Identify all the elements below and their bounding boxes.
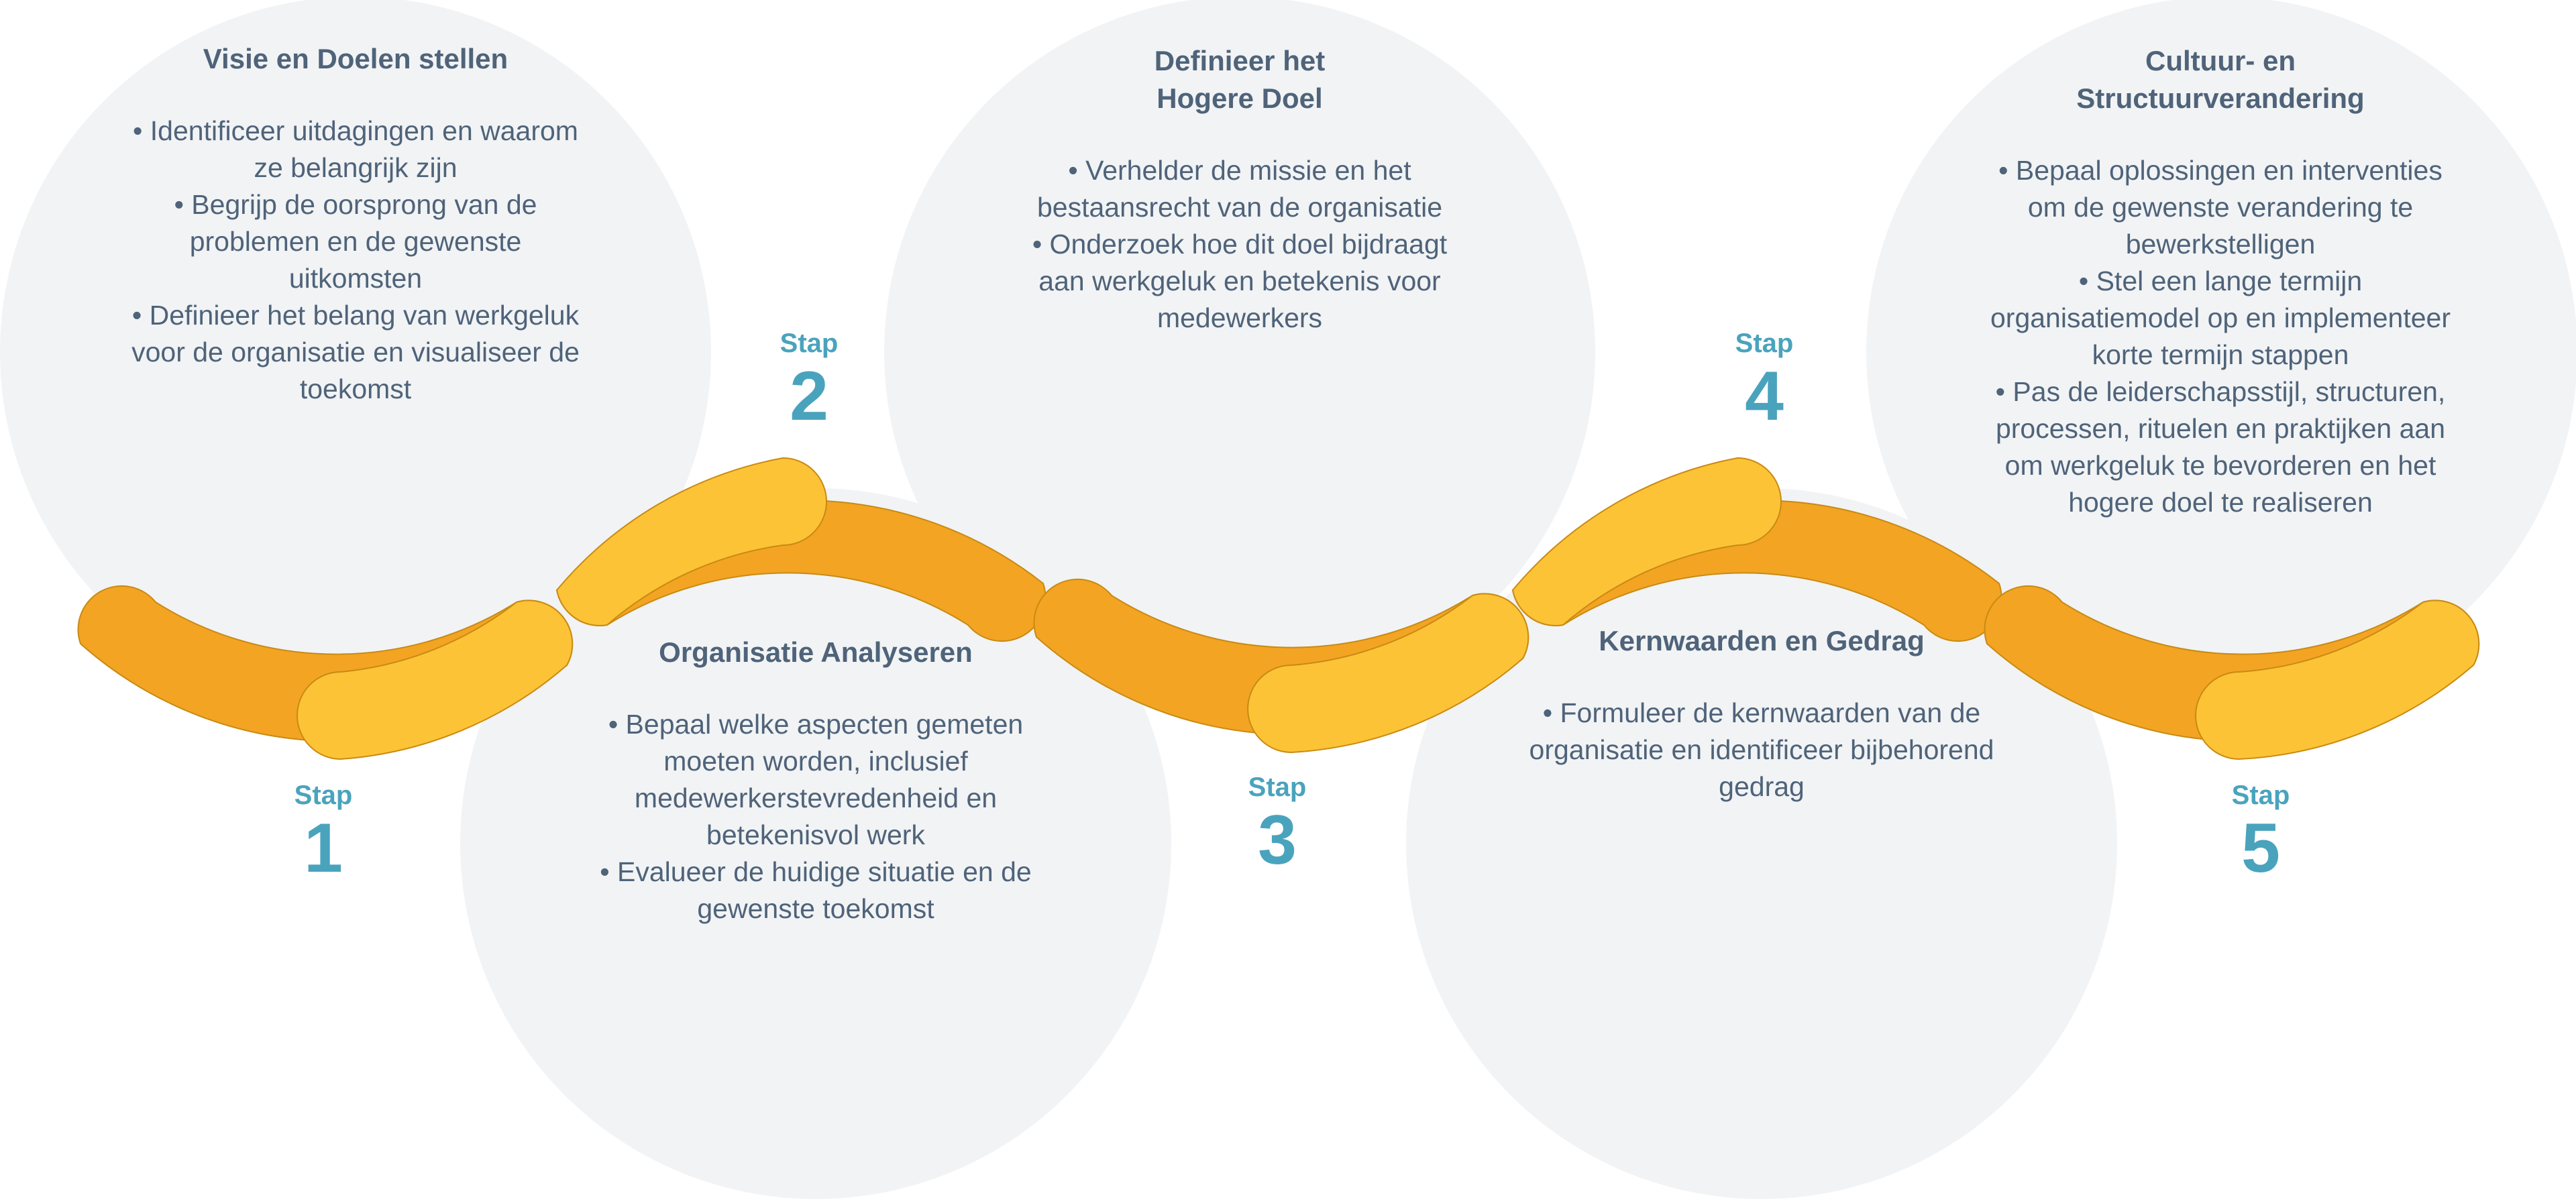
step-1-item: • Identificeer uitdagingen en waarom ze … — [133, 115, 578, 183]
step-2-item: • Evalueer de huidige situatie en de gew… — [600, 856, 1032, 924]
step-3-marker: Stap 3 — [1197, 771, 1358, 877]
step-2-item: • Bepaal welke aspecten gemeten moeten w… — [608, 709, 1024, 850]
step-4-circle — [1406, 488, 2117, 1199]
step-1-label: Stap — [294, 781, 353, 810]
step-5-item: • Pas de leiderschapsstijl, structuren, … — [1995, 376, 2446, 518]
step-2-items: • Bepaal welke aspecten gemeten moeten w… — [561, 706, 1071, 927]
step-5-title: Cultuur- en Structuurverandering — [2076, 45, 2365, 114]
step-4-label: Stap — [1735, 329, 1794, 358]
step-5-arc — [1984, 585, 2480, 760]
step-3-title: Definieer het Hogere Doel — [1154, 45, 1326, 114]
step-1-text: Visie en Doelen stellen • Identificeer u… — [121, 40, 590, 408]
step-2-marker: Stap 2 — [729, 327, 890, 433]
step-2-arc — [555, 457, 1046, 642]
step-5-marker: Stap 5 — [2180, 779, 2341, 885]
step-1-arc — [77, 585, 574, 760]
step-4-arc — [1511, 457, 2002, 642]
step-5-circle — [1866, 0, 2576, 707]
step-3-circle — [884, 0, 1595, 707]
step-5-text: Cultuur- en Structuurverandering • Bepaa… — [1986, 42, 2455, 521]
step-1-item: • Begrijp de oorsprong van de problemen … — [174, 189, 537, 294]
step-4-item: • Formuleer de kernwaarden van de organi… — [1529, 697, 1994, 802]
step-3-arc — [1033, 578, 1529, 754]
step-5-item: • Bepaal oplossingen en interventies om … — [1998, 155, 2443, 260]
step-4-text: Kernwaarden en Gedrag • Formuleer de ker… — [1520, 622, 2003, 805]
step-3-label: Stap — [1248, 773, 1307, 802]
step-5-item: • Stel een lange termijn organisatiemode… — [1990, 266, 2451, 370]
step-2-circle — [460, 488, 1171, 1199]
step-5-number: 5 — [2241, 809, 2280, 887]
step-1-item: • Definieer het belang van werkgeluk voo… — [131, 300, 580, 404]
step-3-items: • Verhelder de missie en het bestaansrec… — [1018, 152, 1461, 337]
step-1-number: 1 — [304, 809, 343, 887]
step-2-title: Organisatie Analyseren — [659, 636, 973, 668]
step-3-item: • Onderzoek hoe dit doel bijdraagt aan w… — [1032, 229, 1448, 333]
step-5-items: • Bepaal oplossingen en interventies om … — [1986, 152, 2455, 521]
step-3-number: 3 — [1258, 801, 1297, 879]
step-2-text: Organisatie Analyseren • Bepaal welke as… — [561, 634, 1071, 927]
step-1-title: Visie en Doelen stellen — [203, 43, 508, 74]
step-4-number: 4 — [1745, 357, 1784, 435]
step-1-circle — [0, 0, 711, 707]
step-2-label: Stap — [780, 329, 839, 358]
step-4-marker: Stap 4 — [1684, 327, 1845, 433]
step-4-title: Kernwaarden en Gedrag — [1599, 625, 1925, 656]
step-3-text: Definieer het Hogere Doel • Verhelder de… — [1018, 42, 1461, 337]
step-4-items: • Formuleer de kernwaarden van de organi… — [1520, 695, 2003, 805]
step-3-item: • Verhelder de missie en het bestaansrec… — [1036, 155, 1442, 223]
step-2-number: 2 — [790, 357, 828, 435]
step-5-label: Stap — [2231, 781, 2290, 810]
step-1-marker: Stap 1 — [243, 779, 404, 885]
step-1-items: • Identificeer uitdagingen en waarom ze … — [121, 113, 590, 408]
